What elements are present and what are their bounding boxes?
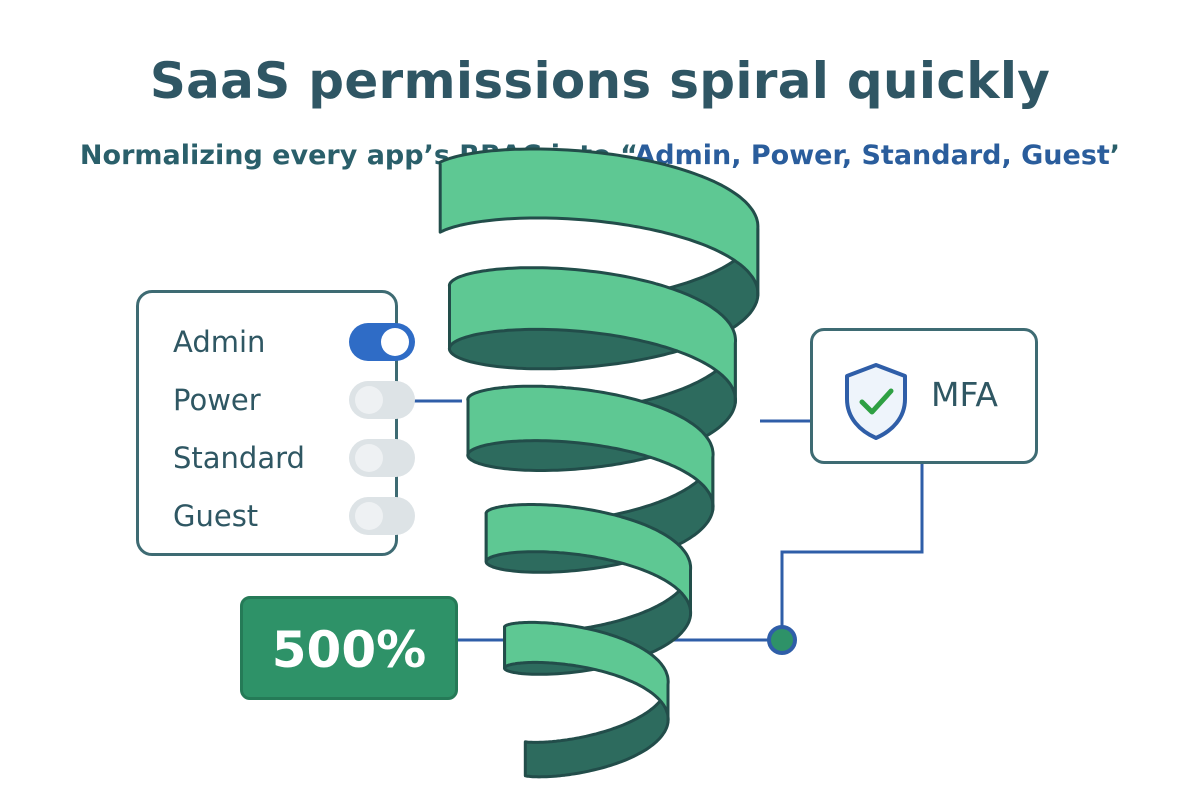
spiral-front-band [466,384,715,512]
mfa-card: MFA [810,328,1038,464]
mfa-label: MFA [931,375,998,414]
shield-outline [845,363,907,440]
spiral-front-band [484,503,693,617]
page-title: SaaS permissions spiral quickly [149,52,1051,110]
tier-label: Guest [173,499,259,533]
shield-check-icon [845,363,907,440]
spiral-front-band [438,147,760,298]
toggle-standard[interactable] [349,439,415,477]
toggle-knob [381,328,409,356]
growth-badge: 500% [240,596,458,700]
toggle-knob [355,386,383,414]
subtitle-tiers: Admin, Power, Standard, Guest [634,140,1110,171]
connector-node-dot [767,625,797,655]
spiral-back-band [523,683,670,779]
connector-mfa-to-node [780,464,924,640]
tier-row-admin: Admin [173,323,415,363]
toggle-power[interactable] [349,381,415,419]
toggle-admin[interactable] [349,323,415,361]
toggle-knob [355,444,383,472]
toggle-guest[interactable] [349,497,415,535]
spiral-front-band [448,266,737,405]
tier-row-guest: Guest [173,497,415,537]
spiral-ribbon [438,147,760,779]
tier-row-power: Power [173,381,415,421]
tier-label: Power [173,383,261,417]
tier-label: Admin [173,325,266,359]
growth-value: 500% [271,621,427,679]
tier-label: Standard [173,441,305,475]
tier-row-standard: Standard [173,439,415,479]
check-mark [859,388,894,415]
toggle-knob [355,502,383,530]
spiral-front-band [503,620,670,724]
